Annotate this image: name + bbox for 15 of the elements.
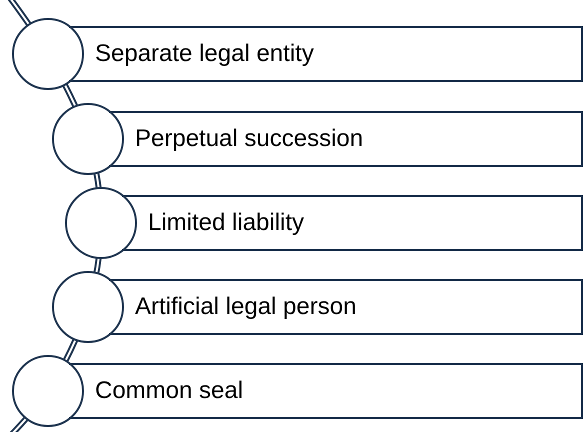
list-bar	[124, 279, 583, 335]
circle-marker	[12, 355, 84, 427]
item-text: Artificial legal person	[135, 293, 356, 321]
circle-marker	[52, 271, 124, 343]
list-bar	[84, 26, 583, 82]
item-text: Limited liability	[148, 209, 304, 237]
item-text: Perpetual succession	[135, 125, 364, 153]
circle-marker	[65, 187, 137, 259]
list-bar	[137, 195, 583, 251]
item-text: Separate legal entity	[95, 40, 314, 68]
circle-marker	[12, 18, 84, 90]
circle-marker	[52, 103, 124, 175]
item-text: Common seal	[95, 377, 244, 405]
list-bar	[124, 111, 583, 167]
list-bar	[84, 363, 583, 419]
